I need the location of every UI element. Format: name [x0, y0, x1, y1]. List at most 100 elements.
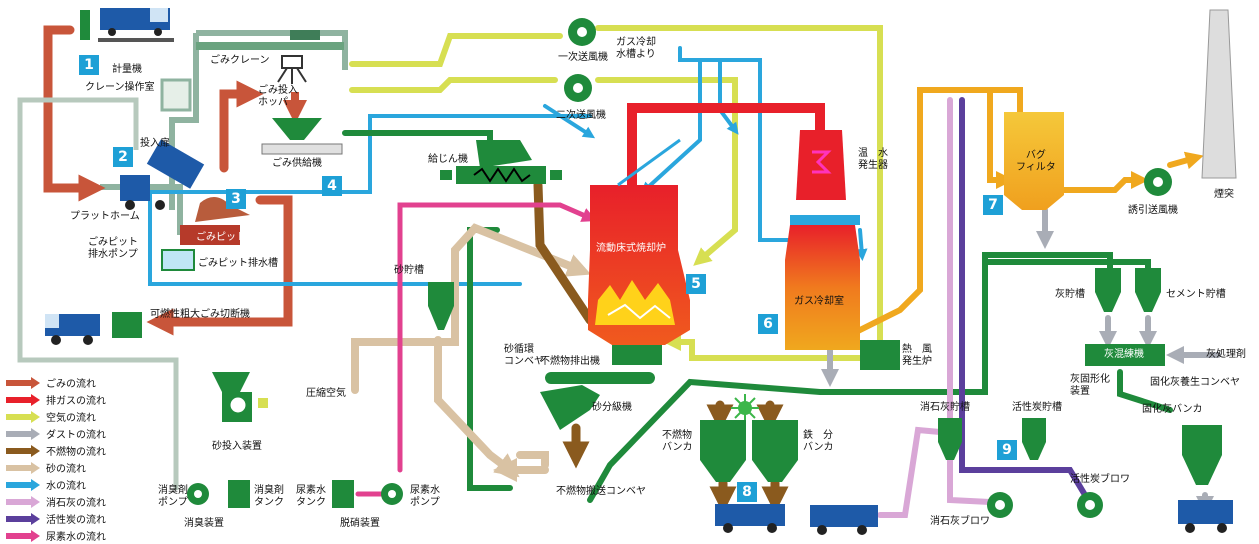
legend-label: 砂の流れ	[46, 464, 86, 475]
badge-5: 5	[686, 274, 706, 294]
deodor-tank	[228, 480, 250, 508]
badge-1: 1	[79, 55, 99, 75]
bag-filter	[1004, 112, 1064, 210]
badge-4: 4	[322, 176, 342, 196]
primary-fan	[568, 18, 596, 46]
lime-truck	[810, 505, 878, 535]
label-urea-pump: 尿素水 ポンプ	[410, 485, 440, 508]
label-pit-pump: ごみピット 排水ポンプ	[88, 237, 138, 260]
urea-pump	[381, 483, 403, 505]
label-scale: 計量機	[112, 64, 142, 75]
solidified-ash-bunker	[1182, 425, 1222, 485]
legend-arrow-icon	[6, 512, 40, 525]
label-lime-tank: 消石灰貯槽	[920, 402, 970, 413]
ash-truck	[1178, 500, 1233, 533]
legend-label: ごみの流れ	[46, 379, 96, 390]
lime-flow	[877, 97, 993, 518]
legend-label: 水の流れ	[46, 481, 86, 492]
label-gomi-crane: ごみクレーン	[210, 55, 270, 66]
legend-item: ごみの流れ	[6, 374, 146, 391]
label-secondary-fan: 二次送風機	[556, 110, 606, 121]
legend-item: 空気の流れ	[6, 408, 146, 425]
legend-item: 不燃物の流れ	[6, 442, 146, 459]
carbon-blower	[1077, 492, 1103, 518]
legend-label: ダストの流れ	[46, 430, 106, 441]
label-urea-tank: 尿素水 タンク	[296, 485, 326, 508]
label-deodor-tank: 消臭剤 タンク	[254, 485, 284, 508]
carbon-flow	[959, 97, 1088, 498]
legend-label: 空気の流れ	[46, 413, 96, 424]
exhaust-gas-flow-2	[837, 87, 1204, 343]
label-iron-bunker: 鉄 分 バンカ	[803, 430, 834, 453]
legend-arrow-icon	[6, 461, 40, 474]
legend-arrow-icon	[6, 376, 40, 389]
lime-tank	[938, 418, 962, 460]
label-incombustible-out: 不燃物排出機	[540, 356, 600, 367]
legend-arrow-icon	[6, 410, 40, 423]
chimney	[1201, 9, 1237, 179]
label-carbon-blower: 活性炭ブロワ	[1070, 474, 1130, 485]
legend-label: 尿素水の流れ	[46, 532, 106, 543]
label-dust-feeder: 給じん機	[428, 154, 468, 165]
waste-pit	[161, 196, 250, 271]
deodor-pipe	[17, 97, 179, 490]
lime-blower	[987, 492, 1013, 518]
label-incomb-conv: 不燃物搬送コンベヤ	[556, 486, 646, 497]
sand-input-device	[212, 372, 268, 422]
urea-tank	[332, 480, 354, 508]
badge-9: 9	[997, 440, 1017, 460]
ash-mixer	[1085, 344, 1165, 366]
legend-item: 排ガスの流れ	[6, 391, 146, 408]
label-lime-blower: 消石灰ブロワ	[930, 516, 990, 527]
sand-tank	[428, 282, 454, 330]
bunker-truck	[715, 504, 785, 533]
label-furnace: 流動床式焼却炉	[596, 243, 666, 254]
label-ash-agent: 灰処理剤	[1206, 349, 1246, 360]
legend-item: 水の流れ	[6, 476, 146, 493]
label-ash-solidify: 灰固形化 装置	[1070, 374, 1110, 397]
incombustible-flow	[533, 180, 789, 514]
label-induced-fan: 誘引送風機	[1128, 205, 1178, 216]
label-cement-tank: セメント貯槽	[1166, 289, 1226, 300]
legend-label: 排ガスの流れ	[46, 396, 106, 407]
water-flow	[148, 46, 868, 286]
label-compressed-air: 圧縮空気	[306, 388, 346, 399]
legend-item: ダストの流れ	[6, 425, 146, 442]
label-sand-classifier: 砂分級機	[592, 402, 632, 413]
legend-arrow-icon	[6, 393, 40, 406]
label-solid-cure-conv: 固化灰養生コンベヤ	[1150, 377, 1240, 388]
badge-2: 2	[113, 147, 133, 167]
label-feeder: ごみ供給機	[272, 158, 322, 169]
badge-8: 8	[737, 482, 757, 502]
legend-arrow-icon	[6, 427, 40, 440]
feeder-box	[261, 143, 343, 155]
legend-item: 消石灰の流れ	[6, 493, 146, 510]
scale-station	[80, 8, 174, 42]
iron-bunker	[752, 420, 798, 482]
secondary-fan	[564, 74, 592, 102]
cement-tank	[1135, 268, 1161, 312]
deodor-pump	[187, 483, 209, 505]
label-gas-cooler: ガス冷却室	[794, 296, 844, 307]
legend-arrow-icon	[6, 529, 40, 542]
hot-air-generator	[860, 340, 900, 370]
legend-label: 活性炭の流れ	[46, 515, 106, 526]
label-gas-cool-water: ガス冷却 水槽より	[616, 37, 656, 60]
label-platform: プラットホーム	[70, 211, 140, 222]
fluidized-bed-furnace	[545, 185, 690, 384]
badge-6: 6	[758, 314, 778, 334]
label-crane-room: クレーン操作室	[85, 82, 155, 93]
urea-flow	[355, 202, 597, 497]
ash-storage-tank	[1095, 268, 1121, 312]
label-hot-water: 温 水 発生器	[858, 148, 888, 171]
label-deodor-pump: 消臭剤 ポンプ	[158, 485, 188, 508]
legend-arrow-icon	[6, 495, 40, 508]
label-incomb-bunker: 不燃物 バンカ	[662, 430, 693, 453]
furnace-water-inject	[617, 138, 681, 187]
crane-rail	[196, 30, 344, 50]
label-hopper: ごみ投入 ホッパ	[258, 85, 298, 108]
label-solid-bunker: 固化灰バンカ	[1142, 404, 1203, 415]
label-stack: 煙突	[1214, 189, 1234, 200]
badge-7: 7	[983, 195, 1003, 215]
